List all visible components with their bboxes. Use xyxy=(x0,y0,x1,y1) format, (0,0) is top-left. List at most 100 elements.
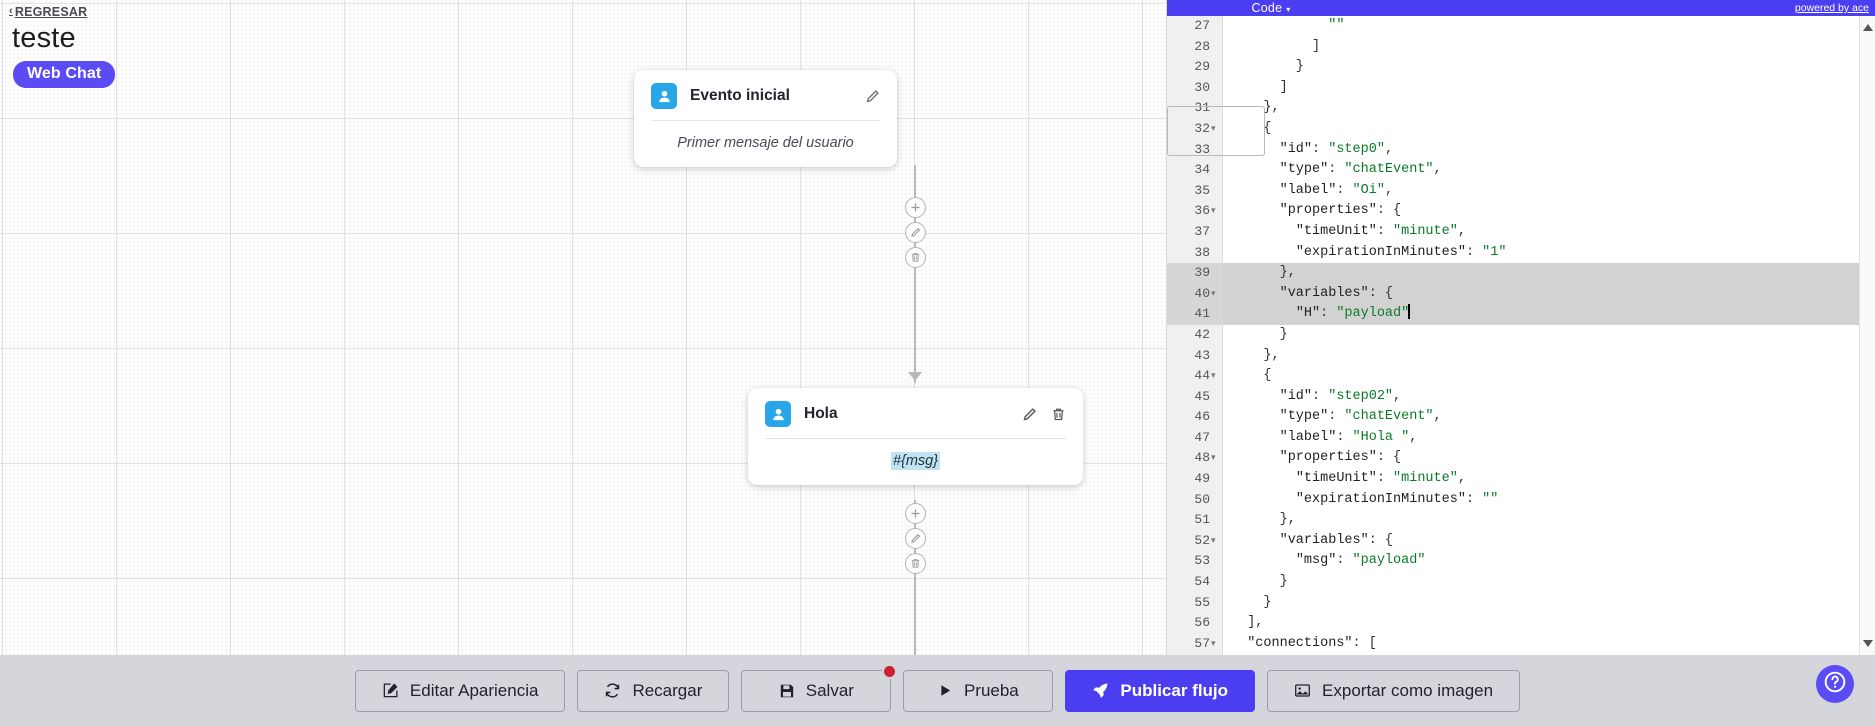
code-line[interactable]: 36▾ "properties": { xyxy=(1167,201,1875,222)
code-line[interactable]: 41 "H": "payload" xyxy=(1167,304,1875,325)
editor-title-label: Code xyxy=(1251,1,1283,15)
button-label: Editar Apariencia xyxy=(409,680,539,700)
code-text: "id": "step0", xyxy=(1279,141,1394,157)
code-text: ] xyxy=(1231,79,1288,95)
fold-toggle-icon[interactable]: ▾ xyxy=(1211,206,1216,217)
question-circle-icon xyxy=(1822,669,1848,700)
code-line[interactable]: 35 "label": "Oi", xyxy=(1167,181,1875,202)
back-link[interactable]: ‹ REGRESAR xyxy=(9,5,87,19)
trash-icon[interactable] xyxy=(905,247,926,268)
line-number: 48 xyxy=(1194,450,1210,466)
back-link-label: REGRESAR xyxy=(14,5,88,19)
save-button[interactable]: Salvar xyxy=(741,663,898,712)
reload-button[interactable]: Recargar xyxy=(577,669,730,712)
plus-icon[interactable] xyxy=(905,503,926,524)
test-button[interactable]: Prueba xyxy=(903,669,1054,712)
editor-header: Code ▾ powered by ace xyxy=(1167,0,1875,16)
connector-line-2 xyxy=(914,500,916,655)
code-line[interactable]: 49 "timeUnit": "minute", xyxy=(1167,469,1875,490)
code-line[interactable]: 54 } xyxy=(1167,572,1875,593)
flow-node-hola[interactable]: Hola #{msg} xyxy=(748,388,1083,485)
line-number: 29 xyxy=(1194,59,1210,75)
code-line[interactable]: 51 }, xyxy=(1167,510,1875,531)
line-number: 31 xyxy=(1194,100,1210,116)
code-text: "expirationInMinutes": "" xyxy=(1295,491,1499,507)
fold-toggle-icon[interactable]: ▾ xyxy=(1211,535,1216,546)
code-line[interactable]: 38 "expirationInMinutes": "1" xyxy=(1167,243,1875,264)
fold-toggle-icon[interactable]: ▾ xyxy=(1211,453,1216,464)
fold-toggle-icon[interactable]: ▾ xyxy=(1211,123,1216,134)
code-line[interactable]: 34 "type": "chatEvent", xyxy=(1167,160,1875,181)
trash-icon[interactable] xyxy=(1051,407,1066,422)
bottom-toolbar: Editar Apariencia Recargar Salvar xyxy=(0,655,1875,726)
code-text: "timeUnit": "minute", xyxy=(1295,223,1466,239)
scroll-down-arrow-icon[interactable] xyxy=(1863,640,1873,647)
rocket-icon xyxy=(1092,682,1109,699)
line-number: 47 xyxy=(1194,429,1210,445)
code-text: "timeUnit": "minute", xyxy=(1295,471,1466,487)
flow-node-evento-inicial[interactable]: Evento inicial Primer mensaje del usuari… xyxy=(634,70,897,167)
code-line[interactable]: 52▾ "variables": { xyxy=(1167,531,1875,552)
editor-mode-selector[interactable]: Code ▾ xyxy=(1252,1,1291,15)
code-line[interactable]: 55 } xyxy=(1167,593,1875,614)
pencil-icon[interactable] xyxy=(905,222,926,243)
pencil-square-icon xyxy=(382,682,399,699)
line-number: 46 xyxy=(1194,409,1210,425)
refresh-icon xyxy=(604,682,621,699)
code-line[interactable]: 30 ] xyxy=(1167,78,1875,99)
powered-by-ace-link[interactable]: powered by ace xyxy=(1794,2,1869,14)
code-lines[interactable]: 27 ""28 ]29 }30 ]31 },32▾ {33 "id": "ste… xyxy=(1167,16,1875,655)
code-line[interactable]: 40▾ "variables": { xyxy=(1167,283,1875,305)
code-line[interactable]: 33 "id": "step0", xyxy=(1167,140,1875,161)
editor-code-area[interactable]: 27 ""28 ]29 }30 ]31 },32▾ {33 "id": "ste… xyxy=(1167,16,1875,655)
pencil-icon[interactable] xyxy=(865,89,880,104)
line-number: 27 xyxy=(1194,18,1210,33)
code-line[interactable]: 37 "timeUnit": "minute", xyxy=(1167,222,1875,243)
code-text: "properties": { xyxy=(1279,203,1402,219)
code-line[interactable]: 56 ], xyxy=(1167,613,1875,634)
code-line[interactable]: 47 "label": "Hola ", xyxy=(1167,428,1875,449)
flow-canvas[interactable]: ‹ REGRESAR teste Web Chat Evento inicial xyxy=(0,0,1166,655)
edit-appearance-button[interactable]: Editar Apariencia xyxy=(354,669,566,712)
code-text: "H": "payload" xyxy=(1295,304,1410,322)
pencil-icon[interactable] xyxy=(1022,407,1037,422)
line-number: 49 xyxy=(1194,471,1210,487)
code-line[interactable]: 39 }, xyxy=(1167,263,1875,284)
fold-toggle-icon[interactable]: ▾ xyxy=(1211,288,1216,299)
code-text: "type": "chatEvent", xyxy=(1279,409,1442,425)
code-line[interactable]: 53 "msg": "payload" xyxy=(1167,551,1875,572)
code-line[interactable]: 48▾ "properties": { xyxy=(1167,448,1875,469)
code-editor-panel[interactable]: Code ▾ powered by ace 27 ""28 ]29 }30 ]3… xyxy=(1166,0,1875,655)
code-text: { xyxy=(1231,120,1272,136)
fold-toggle-icon[interactable]: ▾ xyxy=(1211,638,1216,649)
scroll-up-arrow-icon[interactable] xyxy=(1863,24,1873,31)
code-line[interactable]: 29 } xyxy=(1167,57,1875,78)
export-image-button[interactable]: Exportar como imagen xyxy=(1267,669,1521,712)
node-title: Hola xyxy=(804,405,838,422)
variable-chip: #{msg} xyxy=(890,452,941,470)
code-line[interactable]: 45 "id": "step02", xyxy=(1167,387,1875,408)
code-line[interactable]: 28 ] xyxy=(1167,37,1875,58)
trash-icon[interactable] xyxy=(905,553,926,574)
code-line[interactable]: 43 }, xyxy=(1167,346,1875,367)
pencil-icon[interactable] xyxy=(905,528,926,549)
line-number: 42 xyxy=(1194,326,1210,342)
code-line[interactable]: 46 "type": "chatEvent", xyxy=(1167,407,1875,428)
publish-flow-button[interactable]: Publicar flujo xyxy=(1065,669,1256,712)
code-line[interactable]: 32▾ { xyxy=(1167,119,1875,140)
editor-gutter xyxy=(1167,16,1223,655)
line-number: 33 xyxy=(1194,141,1210,157)
editor-scrollbar[interactable] xyxy=(1859,16,1875,655)
code-line[interactable]: 57▾ "connections": [ xyxy=(1167,634,1875,655)
code-line[interactable]: 31 }, xyxy=(1167,98,1875,119)
button-label: Recargar xyxy=(632,680,703,700)
code-line[interactable]: 50 "expirationInMinutes": "" xyxy=(1167,490,1875,511)
fold-toggle-icon[interactable]: ▾ xyxy=(1211,371,1216,382)
code-line[interactable]: 42 } xyxy=(1167,325,1875,346)
node-header: Hola xyxy=(748,388,1083,438)
plus-icon[interactable] xyxy=(905,197,926,218)
code-line[interactable]: 44▾ { xyxy=(1167,366,1875,387)
code-line[interactable]: 27 "" xyxy=(1167,16,1875,37)
help-button[interactable] xyxy=(1816,665,1854,703)
